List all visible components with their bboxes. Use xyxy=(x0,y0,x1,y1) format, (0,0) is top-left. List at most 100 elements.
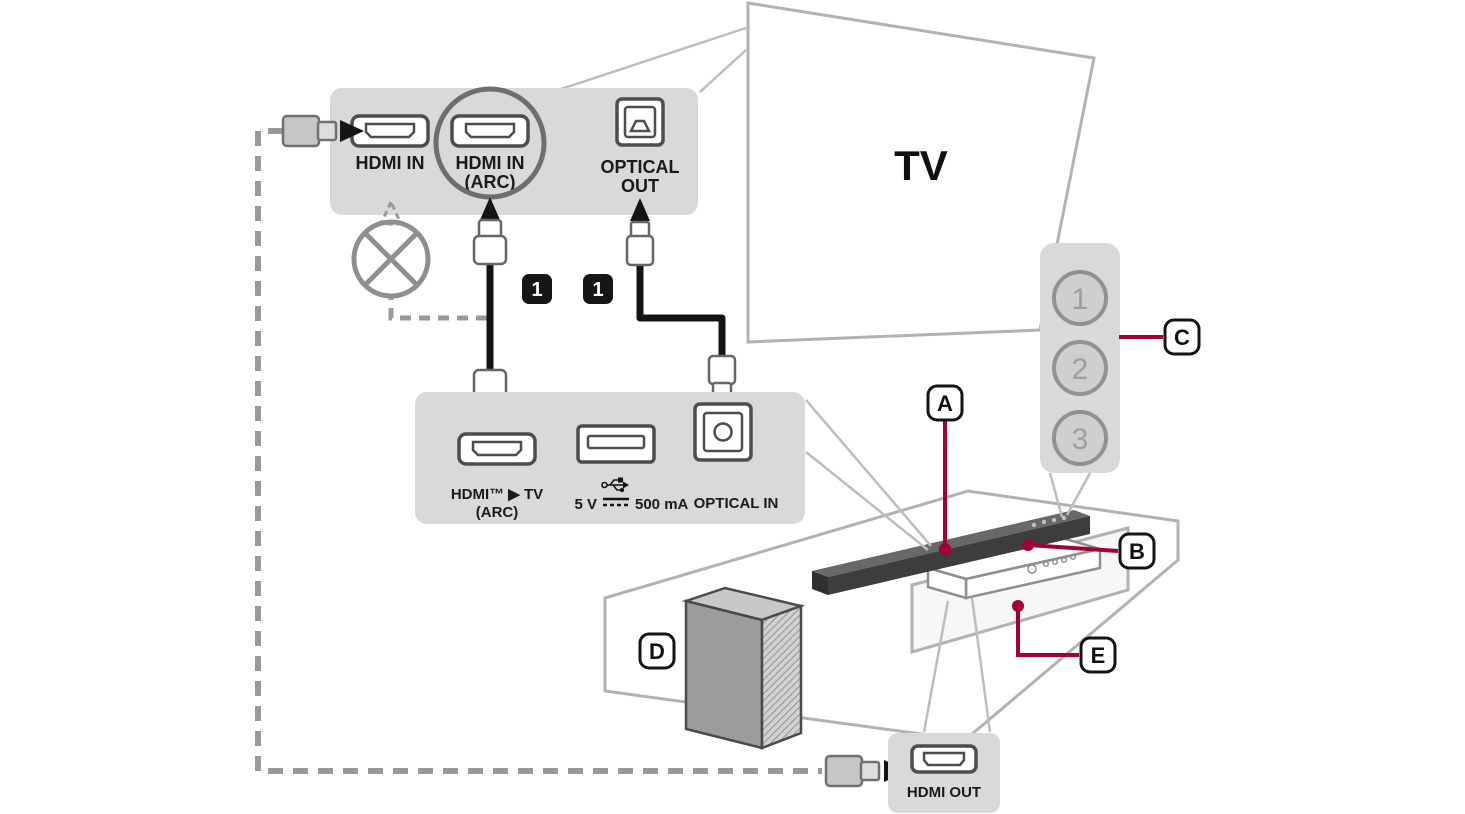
callout-e: E xyxy=(1012,600,1117,674)
hdmi-port-inner xyxy=(364,122,416,139)
usb-trident-circle xyxy=(619,487,625,493)
callout-d: D xyxy=(638,632,676,670)
device-button xyxy=(1027,564,1037,574)
selector-panel-callout xyxy=(1048,472,1092,518)
step-badge xyxy=(583,274,613,304)
dashed-branch-path xyxy=(388,296,487,321)
tv-ports-panel: HDMI IN HDMI IN (ARC) OPTICAL OUT xyxy=(330,86,698,215)
selector-input-3-label: 3 xyxy=(1072,423,1089,456)
device-side xyxy=(926,566,968,600)
hdmi-in-arc-label: HDMI IN xyxy=(456,153,525,173)
callout-b-box xyxy=(1118,532,1156,570)
step-badge-number: 1 xyxy=(531,279,542,301)
optical-port-hole xyxy=(713,422,733,442)
callout-c-letter: C xyxy=(1174,325,1190,350)
callout-d-letter: D xyxy=(649,639,665,664)
leader-dot xyxy=(939,543,951,555)
callout-a-letter: A xyxy=(937,391,953,416)
callout-a: A xyxy=(926,384,964,555)
optical-plug-icon xyxy=(707,354,737,386)
prohibited-icon xyxy=(351,219,431,299)
hdmi-plug-tip xyxy=(859,760,881,782)
tv-panel-callout xyxy=(557,26,747,93)
device-button xyxy=(1051,558,1059,566)
hdmi-arc-out-label: HDMI™ ▶ TV xyxy=(451,486,543,503)
hdmi-in-label: HDMI IN xyxy=(356,153,425,173)
speaker-grille xyxy=(760,604,803,750)
prohibited-cross-line xyxy=(363,231,419,287)
callout-b-letter: B xyxy=(1129,539,1145,564)
wrong-connection-dashed xyxy=(351,198,487,321)
callout-line xyxy=(805,399,932,547)
optical-in-label: OPTICAL IN xyxy=(694,495,779,512)
selector-input-1-label: 1 xyxy=(1072,283,1089,316)
usb-trident-branch xyxy=(612,484,620,491)
callout-line xyxy=(1065,472,1092,516)
callout-line xyxy=(699,49,747,93)
dashed-cable-path xyxy=(255,128,822,774)
soundbar-button xyxy=(1031,522,1037,528)
usb-power-label-right: 500 mA xyxy=(635,496,689,513)
callout-line xyxy=(805,451,929,551)
arrow-up-icon xyxy=(630,198,650,221)
soundbar xyxy=(812,510,1090,595)
optical-out-port: OPTICAL OUT xyxy=(601,97,680,196)
hdmi-out-label: HDMI OUT xyxy=(907,784,981,801)
hdmi-port-inner xyxy=(922,751,966,767)
hdmi-out-panel: HDMI OUT xyxy=(888,733,1000,813)
hdmi-selector-panel: 1 2 3 xyxy=(1040,243,1120,473)
device-button xyxy=(1042,560,1050,568)
selector-input-2-label: 2 xyxy=(1072,353,1089,386)
hdmi-in-arc-label2: (ARC) xyxy=(465,172,516,192)
callout-d-box xyxy=(638,632,676,670)
soundbar-button xyxy=(1061,515,1067,521)
hdmi-plug-icon xyxy=(281,114,321,148)
soundbar-button xyxy=(1041,519,1047,525)
callout-e-letter: E xyxy=(1091,643,1106,668)
hdmi-arc-out-label2: (ARC) xyxy=(476,504,519,521)
tv-stand xyxy=(603,489,1180,750)
optical-cable-line xyxy=(636,264,726,358)
callout-line xyxy=(1048,472,1064,518)
callout-line xyxy=(557,26,747,92)
hdmi-plug-tip xyxy=(316,120,338,142)
speaker-front xyxy=(684,599,764,750)
usb-port: 5 V 500 mA xyxy=(574,424,689,513)
soundbar-front xyxy=(828,516,1090,595)
callout-c-box xyxy=(1163,318,1201,356)
soundbar-panel-callout xyxy=(805,399,932,551)
usb-trident-icon xyxy=(601,477,629,493)
optical-out-label2: OUT xyxy=(621,176,659,196)
selector-input-1 xyxy=(1052,270,1108,326)
callout-line xyxy=(922,600,950,733)
step-badge xyxy=(522,274,552,304)
speaker xyxy=(681,586,806,750)
optical-cable: 1 xyxy=(583,198,737,424)
usb-trident-branch xyxy=(609,479,618,486)
hdmi-in-port: HDMI IN xyxy=(350,114,430,173)
hdmi-plug-icon xyxy=(472,234,508,266)
usb-trident-square xyxy=(618,477,623,483)
hdmi-plug-icon xyxy=(824,754,864,788)
hdmi-in-arc-port: HDMI IN (ARC) xyxy=(433,86,547,200)
device-button xyxy=(1069,553,1077,561)
callout-e-box xyxy=(1079,636,1117,674)
hdmi-port-inner xyxy=(471,440,523,457)
optical-plug-icon xyxy=(625,234,655,267)
optical-out-label: OPTICAL xyxy=(601,157,680,177)
leader-line xyxy=(1016,606,1079,657)
tv-label: TV xyxy=(894,142,948,189)
usb-port-inner xyxy=(586,434,646,450)
soundbar-button xyxy=(1051,517,1057,523)
usb-power-label-left: 5 V xyxy=(574,496,597,513)
hdmi-port-inner xyxy=(464,122,516,139)
hdmi-arc-out-port: HDMI™ ▶ TV (ARC) xyxy=(451,432,543,521)
selector-input-2 xyxy=(1052,340,1108,396)
callout-line xyxy=(970,597,992,733)
arrow-right-icon xyxy=(340,120,364,142)
soundbar-top xyxy=(812,510,1090,577)
soundbar-end xyxy=(812,571,828,595)
selector-input-3 xyxy=(1052,410,1108,466)
